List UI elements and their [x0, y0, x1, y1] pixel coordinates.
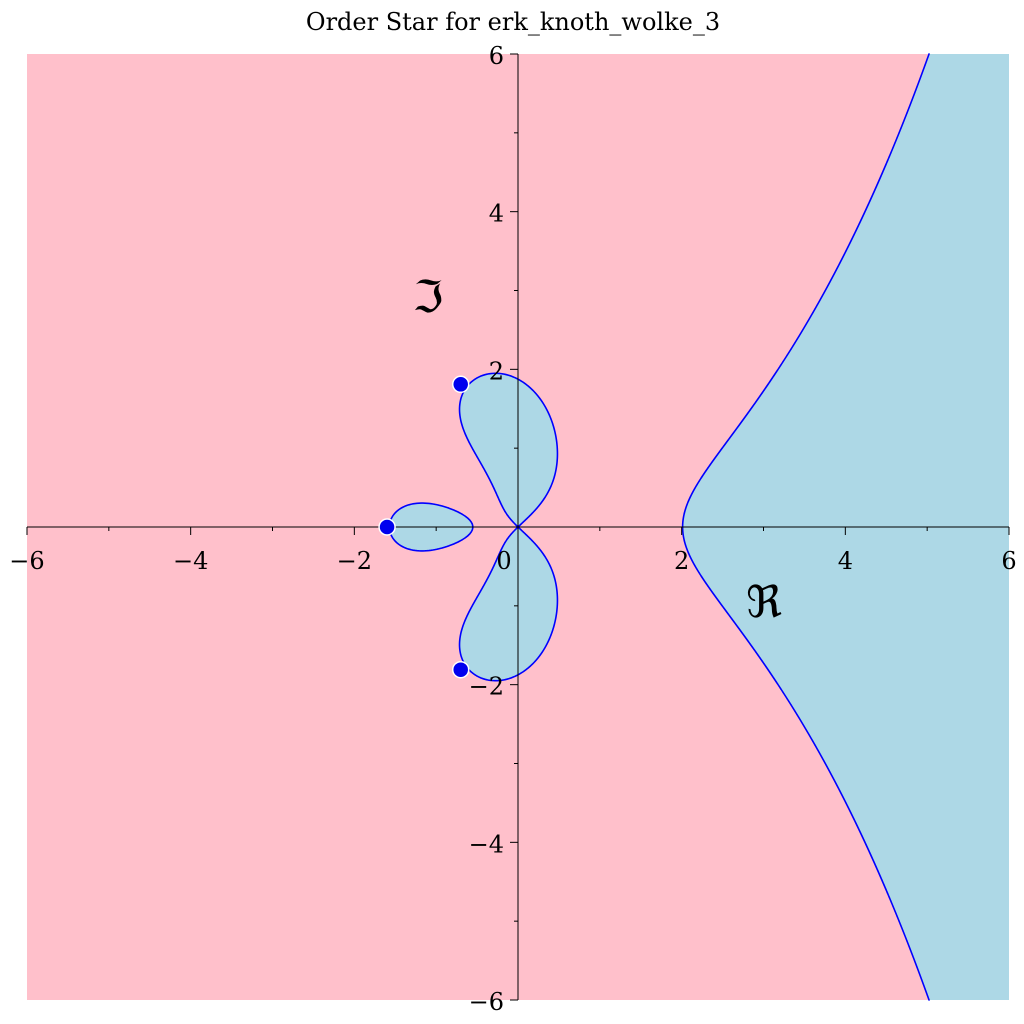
- x-axis-label: ℜ: [746, 577, 782, 628]
- y-tick-label: −4: [469, 830, 504, 858]
- x-tick-label: 6: [1001, 547, 1016, 575]
- eigenvalue-point: [378, 518, 396, 536]
- eigenvalue-point: [451, 375, 470, 394]
- chart-title: Order Star for erk_knoth_wolke_3: [306, 8, 720, 36]
- y-tick-label: 4: [489, 200, 504, 228]
- x-tick-label: −2: [337, 547, 372, 575]
- x-tick-label: 0: [496, 547, 511, 575]
- x-tick-label: 2: [674, 547, 689, 575]
- y-tick-label: 6: [489, 42, 504, 70]
- x-tick-label: −6: [9, 547, 44, 575]
- y-tick-label: −2: [469, 673, 504, 701]
- y-tick-label: −6: [469, 988, 504, 1016]
- y-tick-label: 2: [489, 357, 504, 385]
- x-tick-label: −4: [173, 547, 208, 575]
- eigenvalue-markers: [378, 375, 470, 679]
- axis-ticks: −6 −4 −2 0 2 4 6 −6 −4 −2 2 4 6: [9, 42, 1016, 1016]
- eigenvalue-point: [451, 660, 470, 679]
- x-tick-label: 4: [838, 547, 853, 575]
- y-axis-label: ℑ: [413, 272, 444, 323]
